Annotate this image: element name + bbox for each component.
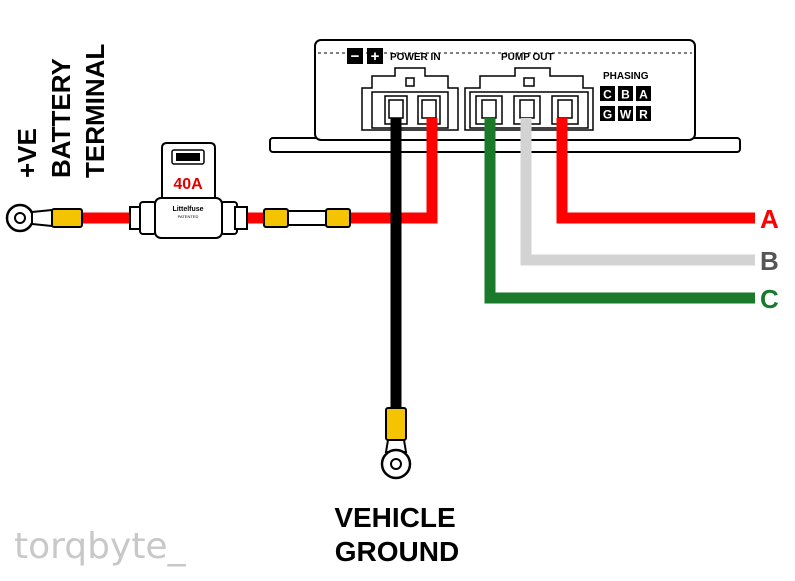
controller-module: − + POWER IN PUMP OUT PHASING C B A G W … — [269, 39, 741, 153]
plus-icon-box — [367, 48, 383, 64]
wires — [80, 118, 755, 412]
fuse-holder: 40A Littelfuse PATENTED — [129, 142, 248, 239]
fuse-subtext: PATENTED — [178, 214, 199, 219]
output-wire-c — [484, 118, 755, 304]
phasing-grid: C B A G W R — [600, 86, 651, 122]
plus-icon: + — [371, 48, 380, 65]
phasing-c: C — [603, 88, 612, 102]
battery-label-line2: BATTERY — [46, 58, 76, 178]
fuse-rating: 40A — [173, 176, 203, 193]
ground-label-line2: GROUND — [335, 536, 459, 567]
fuse-brand: Littelfuse — [172, 206, 203, 213]
phasing-a: A — [639, 88, 648, 102]
battery-lug — [5, 203, 83, 233]
positive-inline-lugs — [263, 208, 351, 228]
ground-lug — [380, 407, 412, 480]
phasing-r: R — [639, 108, 648, 122]
battery-label-line1: +VE — [12, 128, 42, 178]
power-in-connector — [361, 67, 459, 131]
output-label-a: A — [760, 204, 779, 234]
phasing-b: B — [621, 88, 630, 102]
watermark: torqbyte_ — [14, 526, 187, 567]
minus-icon-box — [347, 48, 363, 64]
output-wire-b — [520, 118, 755, 266]
pump-out-label: PUMP OUT — [501, 52, 554, 63]
output-wire-a — [556, 118, 755, 224]
ground-label-line1: VEHICLE — [334, 502, 455, 533]
battery-terminal-label: +VE BATTERY TERMINAL — [12, 44, 110, 178]
phasing-g: G — [603, 108, 612, 122]
power-in-label: POWER IN — [390, 52, 441, 63]
phasing-w: W — [620, 108, 632, 122]
minus-icon: − — [351, 48, 360, 65]
output-label-b: B — [760, 246, 779, 276]
output-label-c: C — [760, 284, 779, 314]
phasing-label: PHASING — [603, 71, 649, 82]
battery-label-line3: TERMINAL — [80, 44, 110, 178]
